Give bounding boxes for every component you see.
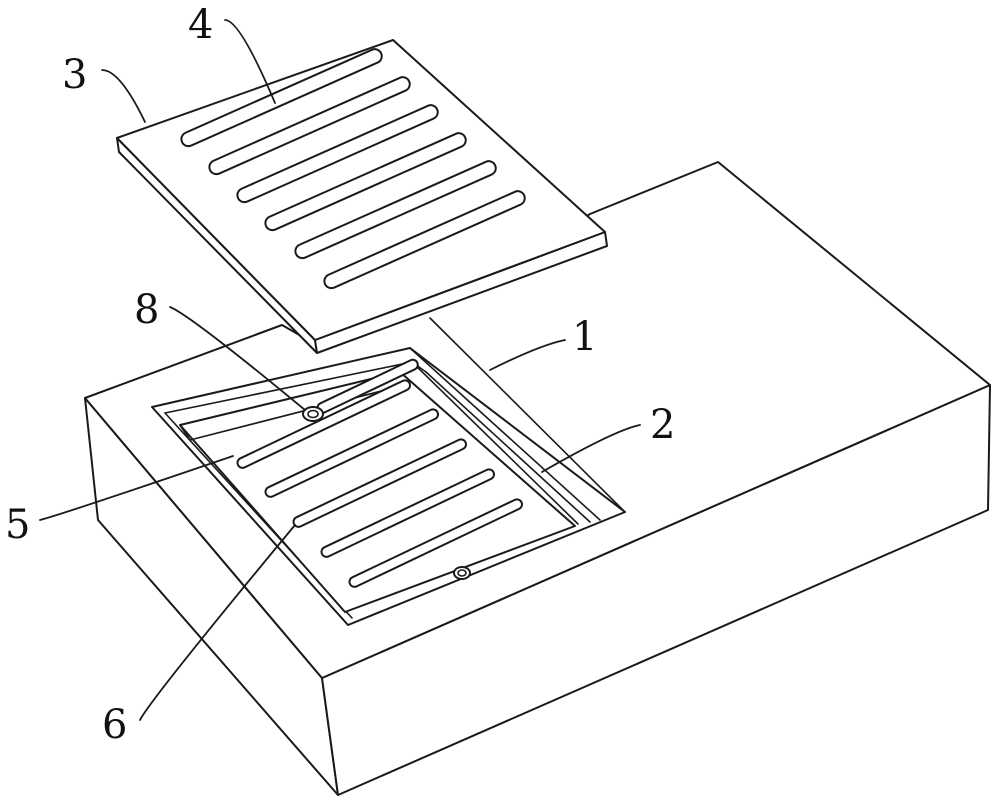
inner-slot <box>320 468 495 558</box>
lid-slots <box>180 48 526 290</box>
inner-slots <box>236 358 523 588</box>
lid-slot <box>208 76 411 176</box>
inner-slot <box>292 438 467 528</box>
leader-1 <box>489 339 566 371</box>
leader-4 <box>224 19 276 104</box>
leader-2 <box>541 424 641 473</box>
label-1: 1 <box>572 314 597 360</box>
recess <box>151 317 626 626</box>
holes <box>302 406 471 580</box>
leader-lines <box>39 19 641 721</box>
label-5: 5 <box>5 502 30 548</box>
leader-8 <box>169 306 306 411</box>
hole-8 <box>302 406 324 422</box>
inner-slot <box>236 379 411 469</box>
side-groove <box>409 317 626 525</box>
label-3: 3 <box>62 52 87 98</box>
hole-lower <box>453 566 471 580</box>
leader-3 <box>101 69 146 123</box>
leader-6 <box>139 524 296 721</box>
label-2: 2 <box>650 402 675 448</box>
label-4: 4 <box>188 2 213 48</box>
inner-slot <box>264 408 439 498</box>
reference-labels: 3 4 8 1 2 5 6 <box>5 2 675 748</box>
inner-slot <box>348 498 523 588</box>
lid-slot <box>236 104 439 204</box>
label-6: 6 <box>102 702 127 748</box>
support-plate-5 <box>179 371 576 613</box>
label-8: 8 <box>134 287 159 333</box>
lid-slot <box>323 190 526 290</box>
lid-slot <box>180 48 383 148</box>
leader-5 <box>39 455 234 521</box>
